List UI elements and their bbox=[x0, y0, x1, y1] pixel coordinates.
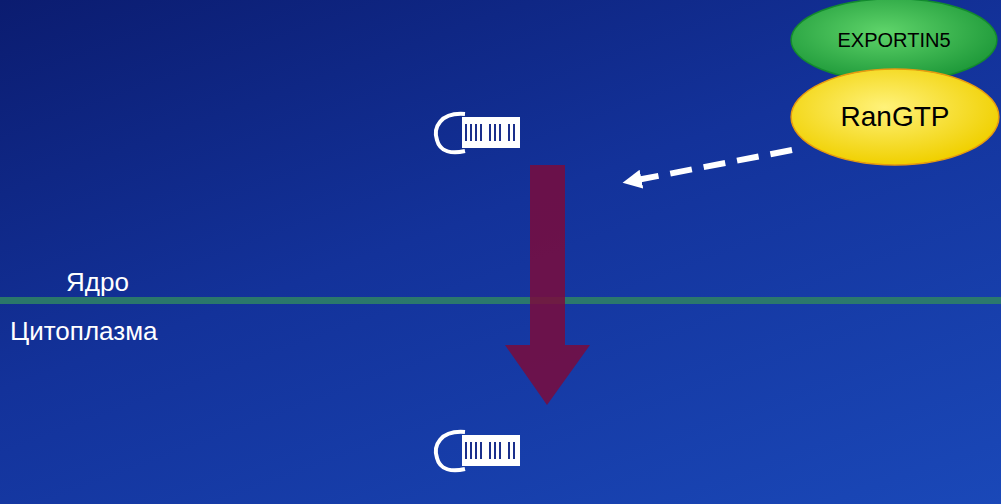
region-label: Цитоплазма bbox=[10, 316, 158, 347]
protein-name: RanGTP bbox=[841, 101, 950, 133]
membrane-line bbox=[0, 297, 1001, 304]
hairpin-rna bbox=[436, 114, 520, 152]
hairpin-rna bbox=[436, 432, 520, 470]
protein-name: EXPORTIN5 bbox=[838, 29, 951, 52]
protein-ellipse: RanGTP bbox=[789, 67, 1001, 167]
dashed-arrow bbox=[632, 150, 792, 181]
transport-arrow bbox=[505, 165, 590, 405]
region-label: Ядро bbox=[66, 267, 129, 298]
